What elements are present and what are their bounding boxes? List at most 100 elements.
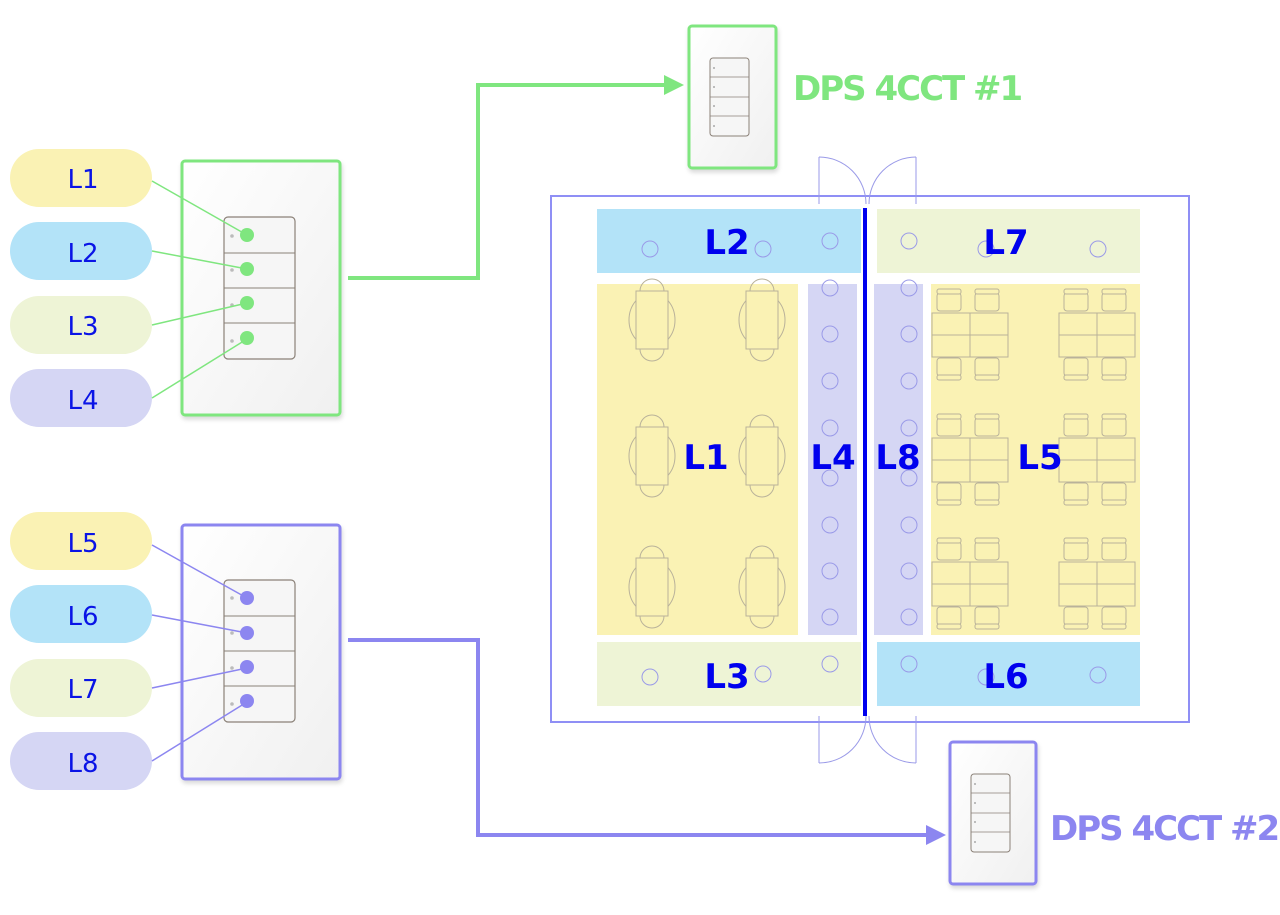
chair-icon [1063, 482, 1089, 502]
button-dot[interactable] [240, 262, 254, 276]
light-fixture-icon [900, 516, 918, 534]
zone-label-l1: L1 [683, 438, 728, 478]
chair-icon [936, 357, 962, 377]
table-top [745, 290, 779, 350]
connector-line [151, 701, 248, 762]
light-fixture-icon [821, 562, 839, 580]
chair-icon [974, 541, 1000, 561]
button-dot[interactable] [240, 694, 254, 708]
connector-line [151, 180, 248, 236]
led-indicator [974, 841, 976, 843]
chair-back [974, 499, 1000, 506]
zone-pill-bg [10, 222, 152, 280]
chair-back [1101, 499, 1127, 506]
zone-label-l2: L2 [704, 223, 749, 263]
chair-back [974, 413, 1000, 420]
light-fixture-icon [821, 372, 839, 390]
door-top [818, 156, 917, 205]
keypad-1[interactable] [180, 159, 342, 417]
chair-back [1063, 499, 1089, 506]
chair-icon [974, 482, 1000, 502]
table-cluster-icon [1058, 288, 1136, 381]
dps-device-2[interactable] [948, 740, 1038, 886]
zone-pill-l4[interactable]: L4 [10, 369, 152, 427]
chair-icon [936, 482, 962, 502]
zone-pill-label: L5 [67, 529, 98, 559]
button-dot[interactable] [240, 626, 254, 640]
zone-pill-label: L7 [67, 675, 98, 705]
light-fixture-icon [900, 372, 918, 390]
connector-line [151, 338, 248, 399]
zone-pill-bg [10, 585, 152, 643]
flow-arrow-line [348, 638, 928, 837]
button-dot[interactable] [240, 296, 254, 310]
table-cluster-icon [1058, 413, 1136, 506]
chair-icon [1101, 417, 1127, 437]
led-indicator [974, 802, 976, 804]
chair-icon [1063, 417, 1089, 437]
button-dot[interactable] [240, 228, 254, 242]
button-dot[interactable] [240, 591, 254, 605]
chair-icon [1101, 292, 1127, 312]
led-indicator [230, 702, 234, 706]
led-indicator [230, 631, 234, 635]
light-fixture-icon [900, 655, 918, 673]
chair-icon [1101, 541, 1127, 561]
dps-device-1[interactable] [687, 24, 778, 170]
light-fixture-icon [900, 279, 918, 297]
chair-back [1101, 374, 1127, 381]
zone-pill-l8[interactable]: L8 [10, 732, 152, 790]
light-fixture-icon [977, 240, 995, 258]
chair-icon [974, 292, 1000, 312]
light-fixture-icon [754, 240, 772, 258]
zone-label-l5: L5 [1017, 438, 1062, 478]
zone-pill-bg [10, 296, 152, 354]
zone-area-l4[interactable] [808, 284, 857, 635]
chair-icon [974, 417, 1000, 437]
button-dot[interactable] [240, 660, 254, 674]
light-fixture-icon [821, 469, 839, 487]
zone-pill-l6[interactable]: L6 [10, 585, 152, 643]
arrow-head-icon [926, 825, 946, 845]
light-fixture-icon [900, 469, 918, 487]
light-fixture-icon [821, 655, 839, 673]
led-indicator [230, 596, 234, 600]
zone-pill-l5[interactable]: L5 [10, 512, 152, 570]
zone-area-l3[interactable] [597, 642, 861, 706]
chair-back [974, 288, 1000, 295]
zone-area-l2[interactable] [597, 209, 861, 273]
chair-back [936, 374, 962, 381]
chair-back [936, 413, 962, 420]
button-dot[interactable] [240, 331, 254, 345]
chair-icon [936, 292, 962, 312]
led-indicator [230, 234, 234, 238]
zone-area-l6[interactable] [877, 642, 1140, 706]
light-fixture-icon [821, 232, 839, 250]
zone-pill-l3[interactable]: L3 [10, 296, 152, 354]
light-fixture-icon [821, 516, 839, 534]
led-indicator [230, 268, 234, 272]
chair-icon [1063, 541, 1089, 561]
zone-pill-l7[interactable]: L7 [10, 659, 152, 717]
table-top [745, 426, 779, 486]
chair-icon [936, 541, 962, 561]
light-fixture-icon [641, 240, 659, 258]
chair-back [1101, 623, 1127, 630]
zone-pill-l1[interactable]: L1 [10, 149, 152, 207]
zone-pill-label: L1 [67, 165, 98, 195]
chair-icon [974, 357, 1000, 377]
light-fixture-icon [754, 665, 772, 683]
table-icon [739, 279, 786, 362]
chair-back [936, 623, 962, 630]
zone-pill-label: L6 [67, 602, 98, 632]
zone-label-l4: L4 [810, 438, 855, 478]
chair-back [1101, 537, 1127, 544]
light-fixture-icon [900, 419, 918, 437]
led-indicator [713, 86, 715, 88]
chair-back [974, 623, 1000, 630]
keypad-2[interactable] [180, 523, 342, 781]
chair-icon [936, 606, 962, 626]
zone-pill-l2[interactable]: L2 [10, 222, 152, 280]
connector-line [151, 544, 248, 599]
